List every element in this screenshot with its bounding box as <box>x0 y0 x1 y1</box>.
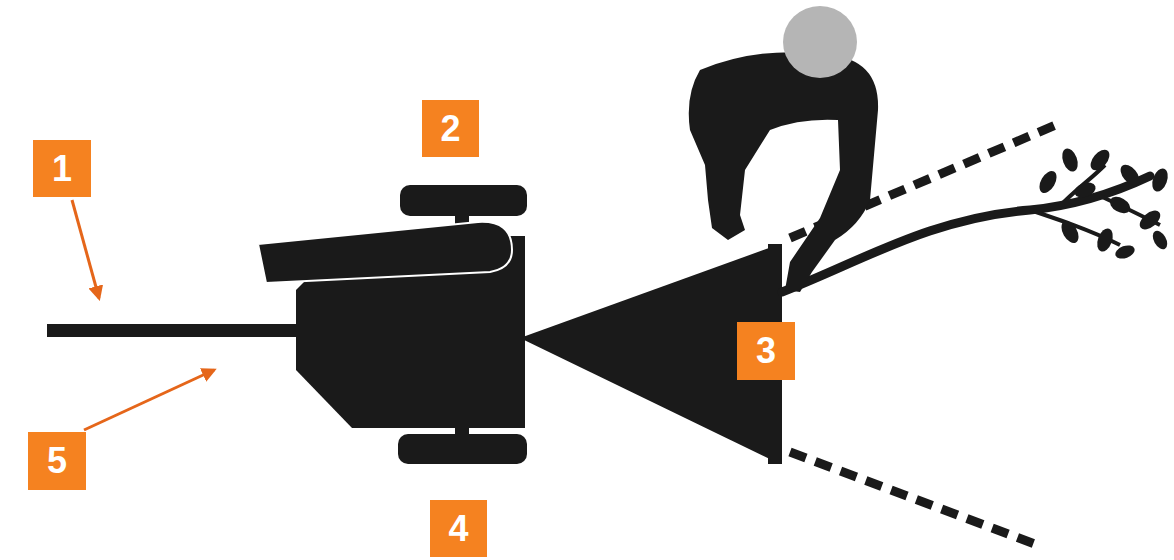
callout-number: 4 <box>448 511 468 547</box>
callout-number: 2 <box>440 111 460 147</box>
tow-bar <box>47 324 305 337</box>
discharge-chute <box>258 222 512 283</box>
leader-arrows <box>72 200 214 430</box>
callout-box: 3 <box>737 322 795 380</box>
callout-number: 3 <box>756 333 776 369</box>
callout-box: 2 <box>422 100 479 157</box>
callout-number: 5 <box>47 443 67 479</box>
callout-box: 5 <box>28 432 86 490</box>
callout-number: 1 <box>52 151 72 187</box>
safety-zone-lines <box>790 124 1058 546</box>
callout-box: 4 <box>430 500 487 557</box>
operator-figure <box>689 6 878 292</box>
callout-box: 1 <box>33 140 91 197</box>
